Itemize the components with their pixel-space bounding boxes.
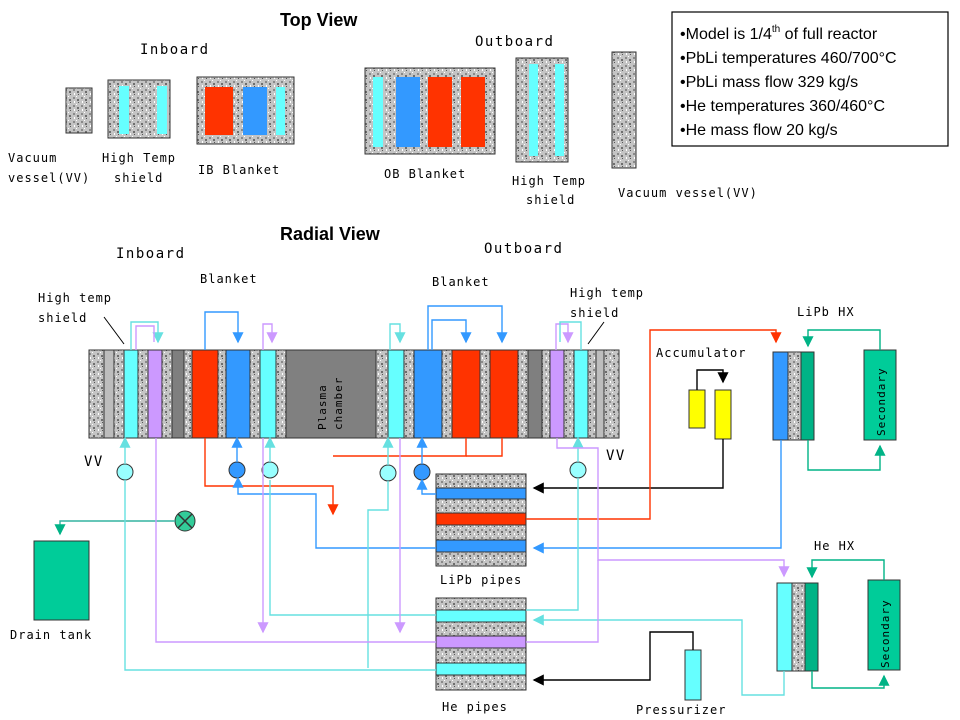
he-pipes-block [435,597,527,691]
radial-assembly [88,349,620,439]
top-ib-ht-shield [107,79,171,139]
radial-outboard-label: Outboard [484,241,563,257]
lipb-secondary [863,349,897,441]
vv-left-label: VV [84,454,104,470]
radial-ob-shield-label-1: High temp [570,286,644,300]
radial-ib-shield-label-1: High temp [38,291,112,305]
top-ob-ht-shield-label-2: shield [526,193,575,207]
lipb-pipes-label: LiPb pipes [440,573,522,587]
lipb-hot-ib-line [204,438,339,516]
top-ob-blanket [364,67,496,155]
vv-right-label: VV [606,448,626,464]
radial-ob-shield-label-2: shield [570,306,619,320]
lipb-pipes-block [435,473,527,567]
notes-box: •Model is 1/4th of full reactor •PbLi te… [671,11,949,147]
lipb-secondary-bottom [807,440,886,471]
note-pbli-temps: •PbLi temperatures 460/700°C [680,50,897,67]
top-ht-shield-label-1: High Temp [102,151,176,165]
top-ht-shield-label-2: shield [114,171,163,185]
top-vv-label-1: Vacuum [8,151,57,165]
drain-line [54,520,175,536]
top-ob-blanket-label: OB Blanket [384,167,466,181]
he-hx [776,582,819,672]
lipb-cold-from-hx [532,440,782,554]
top-ob-ht-shield-label-1: High Temp [512,174,586,188]
pressurizer [684,649,702,701]
accumulator-to-lipb [532,439,724,494]
ib-he-top-loop [262,323,278,350]
top-ob-vacuum-vessel [611,51,637,169]
top-ob-ht-shield [515,57,569,163]
he-hot-pipe-out [526,560,599,643]
lipb-cold-to-ob [416,478,436,495]
accumulator-label: Accumulator [656,346,746,360]
he-cold-from-hx [532,614,785,696]
lipb-secondary-top [802,329,881,350]
ib-blanket-top-loop [204,311,244,350]
top-outboard-label: Outboard [475,34,554,50]
he-cold-ob-shield [526,478,579,611]
ib-shield-leader [103,316,125,345]
drain-tank-label: Drain tank [10,628,92,642]
lipb-secondary-label: Secondary [875,367,888,436]
he-secondary-top [806,559,885,580]
he-hot-ib-shield [155,438,436,643]
note-pbli-flow: •PbLi mass flow 329 kg/s [680,74,858,91]
he-secondary [867,579,901,671]
radial-inboard-label: Inboard [116,246,186,262]
he-cold-ib-blanket [269,480,436,616]
drain-tank [33,540,90,621]
pressurizer-line [532,631,694,686]
radial-ib-shield-label-2: shield [38,311,87,325]
ob-blanket-top-loop-inner [431,319,472,350]
ob-shield-top-loop [555,323,574,350]
he-secondary-label: Secondary [879,599,892,668]
he-secondary-bottom [811,671,890,689]
he-cold-ob-blanket [367,481,389,668]
top-inboard-label: Inboard [140,42,210,58]
top-view-title: Top View [280,10,358,30]
pressurizer-label: Pressurizer [636,703,726,717]
lipb-cold-to-ib [232,476,436,549]
note-he-flow: •He mass flow 20 kg/s [680,122,838,139]
top-ib-vacuum-vessel [65,87,93,134]
ob-blanket-top-loop-outer [427,305,508,350]
note-he-temps: •He temperatures 360/460°C [680,98,885,115]
ob-he-top-loop [389,323,406,350]
top-vv-label-2: vessel(VV) [8,171,90,185]
top-ob-vv-label: Vacuum vessel(VV) [618,186,758,200]
lipb-hx-label: LiPb HX [797,305,855,319]
note-model-fraction: •Model is 1/4th of full reactor [680,24,878,43]
he-hot-to-hx [556,438,790,578]
lipb-hot-to-hx [526,329,782,520]
accumulator [688,389,732,440]
he-cold-ib-shield [124,480,436,671]
radial-view-title: Radial View [280,224,381,244]
he-pipes-label: He pipes [442,700,508,714]
plasma-label-2: chamber [332,377,345,430]
plasma-label-1: Plasma [316,384,329,430]
ob-shield-leader [587,321,605,345]
ib-shield-top-loop [130,321,164,350]
accumulator-link [696,369,729,390]
he-hx-label: He HX [814,539,855,553]
ib-shield-inner-loop [135,325,155,350]
ob-shield-inner-loop [559,321,582,350]
radial-ob-blanket-label: Blanket [432,275,490,289]
lipb-hx [772,351,815,441]
radial-ib-blanket-label: Blanket [200,272,258,286]
drain-valve [174,510,196,532]
top-ib-blanket [196,76,295,145]
lipb-hot-ob-line-2 [466,438,503,457]
top-ib-blanket-label: IB Blanket [198,163,280,177]
